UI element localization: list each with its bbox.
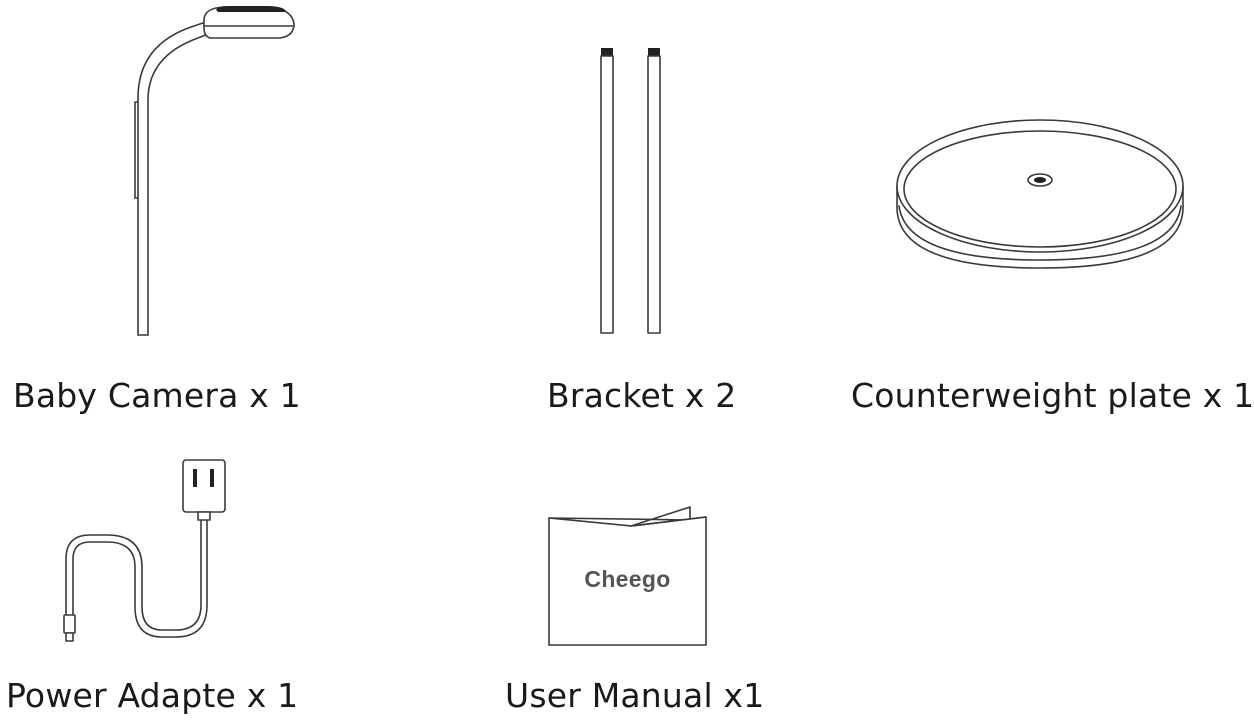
baby-camera-icon <box>120 0 310 345</box>
user-manual-icon: Cheego <box>540 500 715 652</box>
counterweight-plate-icon <box>890 110 1190 275</box>
item-label-user-manual: User Manual x1 <box>505 676 765 715</box>
item-label-baby-camera: Baby Camera x 1 <box>13 376 301 415</box>
item-label-power-adapter: Power Adapte x 1 <box>6 676 299 715</box>
manual-brand-logo: Cheego <box>584 566 671 592</box>
bracket-icon <box>590 45 670 340</box>
item-label-counterweight-plate: Counterweight plate x 1 <box>851 376 1254 415</box>
power-adapter-icon <box>50 455 240 655</box>
item-label-bracket: Bracket x 2 <box>547 376 737 415</box>
